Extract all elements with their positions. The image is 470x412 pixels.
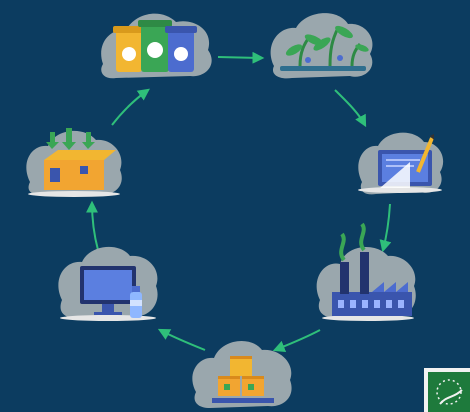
eu-flag-logo-icon <box>424 368 470 412</box>
node-factory <box>316 222 416 321</box>
box-collection-icon <box>28 128 120 197</box>
arrow-computer-to-collection <box>86 200 99 251</box>
node-boxes <box>192 340 292 408</box>
node-computer <box>58 246 158 321</box>
arrow-plants-to-design <box>334 89 367 128</box>
recycling-bins-icon <box>113 20 197 72</box>
arrow-collection-to-bins <box>111 88 150 126</box>
node-plants <box>270 13 373 79</box>
monitor-bottle-icon <box>60 266 156 321</box>
arrow-design-to-factory <box>379 203 392 253</box>
cycle-arrows <box>86 51 392 353</box>
node-design <box>358 132 444 195</box>
arrow-factory-to-boxes <box>272 329 321 353</box>
plant-seedlings-icon <box>280 25 369 71</box>
node-collection <box>26 128 122 197</box>
blueprint-design-icon <box>358 134 442 193</box>
arrow-bins-to-plants <box>217 51 265 64</box>
node-recycling-bins <box>101 13 212 79</box>
arrow-boxes-to-computer <box>157 328 206 351</box>
factory-icon <box>322 222 414 321</box>
pallet-boxes-icon <box>212 356 274 403</box>
